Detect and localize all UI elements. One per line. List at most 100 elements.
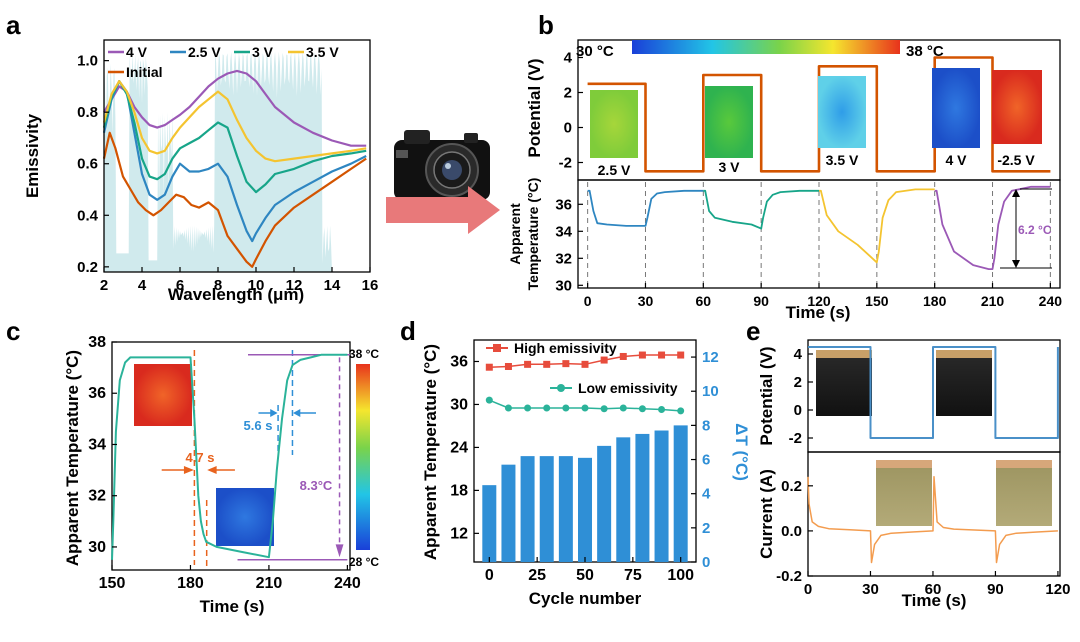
panel-b-delta-annotation: 6.2 °C: [1018, 223, 1052, 237]
d-left-ytick-label: 24: [450, 439, 468, 456]
panel-label-d: d: [400, 316, 416, 346]
panel-label-b: b: [538, 10, 554, 40]
low-emissivity-point: [581, 404, 589, 412]
low-emissivity-point: [600, 405, 608, 413]
b-bottom-ytick-label: 30: [555, 277, 572, 294]
b-top-ytick-label: 4: [564, 50, 573, 67]
apparent-temp-line-2: [819, 188, 935, 264]
b-colorbar-min-label: 30 °C: [576, 43, 614, 60]
delta-t-bar: [673, 425, 688, 562]
high-emissivity-point: [524, 360, 532, 368]
d-left-ytick-label: 18: [450, 482, 468, 499]
thermal-image-hot: [134, 364, 192, 426]
panel-c-xlabel: Time (s): [200, 597, 265, 616]
panel-d-ylabel-left: Apparent Temperature (°C): [421, 344, 440, 560]
delta-t-bar: [635, 433, 650, 562]
b-top-ytick-label: 2: [564, 85, 572, 102]
high-emissivity-point: [638, 351, 646, 359]
panel-a-axes-frame: [103, 39, 371, 273]
panel-e-bottom-frame: [807, 451, 1061, 577]
delta-t-bar: [578, 457, 592, 562]
delta-t-bar: [501, 464, 516, 562]
c-ytick-label: 32: [88, 488, 106, 505]
panel-e-xlabel: Time (s): [902, 591, 967, 610]
d-right-ytick-label: 4: [702, 486, 711, 503]
a-xtick-label: 12: [286, 277, 303, 294]
e-potential-line: [808, 346, 1059, 439]
b-xtick-label: 240: [1039, 293, 1063, 309]
e-current-line: [807, 476, 1058, 564]
thermal-image-2-5v: [590, 90, 638, 158]
photo-bright-state-1: [876, 460, 932, 526]
c-xtick-label: 180: [177, 575, 204, 592]
legend-label-high: High emissivity: [514, 340, 617, 356]
legend-label-2-5v: 2.5 V: [188, 44, 221, 60]
a-xtick-label: 2: [100, 277, 108, 294]
d-xtick-label: 50: [576, 567, 594, 584]
e-top-ytick-label: 2: [794, 374, 802, 391]
inset-label-3-5v: 3.5 V: [826, 152, 859, 168]
c-ytick-label: 38: [88, 334, 106, 351]
b-xtick-label: 120: [807, 293, 831, 309]
b-bottom-ytick-label: 32: [555, 250, 572, 267]
atm-transmittance-area: [104, 51, 332, 272]
thermal-image-cold: [216, 488, 274, 546]
e-top-ytick-label: -2: [789, 430, 802, 447]
a-xtick-label: 4: [138, 277, 147, 294]
camera-icon: [394, 130, 490, 200]
panel-e-bottom-ylabel: Current (A): [757, 469, 776, 559]
c-xtick-label: 150: [99, 575, 126, 592]
c-xtick-label: 240: [334, 575, 361, 592]
b-xtick-label: 30: [638, 293, 654, 309]
annot-5-6s: 5.6 s: [244, 418, 273, 433]
a-xtick-label: 10: [248, 277, 265, 294]
atmospheric-transmittance-band: [104, 51, 332, 272]
delta-t-bar: [558, 456, 573, 562]
annot-4-7s: 4.7 s: [186, 450, 215, 465]
d-xtick-label: 100: [667, 567, 694, 584]
d-right-ytick-label: 12: [702, 349, 719, 366]
emissivity-line-3: [102, 80, 367, 163]
c-xtick-label: 210: [256, 575, 283, 592]
d-right-ytick-label: 10: [702, 383, 719, 400]
photo-dark-state-1: [816, 350, 872, 416]
d-right-ytick-label: 0: [702, 554, 710, 571]
a-ytick-label: 0.8: [77, 104, 98, 121]
high-emissivity-point: [543, 360, 551, 368]
inset-label-2-5v: 2.5 V: [598, 162, 631, 178]
low-emissivity-point: [677, 407, 685, 415]
high-emissivity-point: [562, 360, 570, 368]
a-ytick-label: 0.6: [77, 156, 98, 173]
d-left-ytick-label: 30: [450, 396, 468, 413]
b-xtick-label: 180: [923, 293, 947, 309]
a-ytick-label: 0.2: [77, 259, 98, 276]
d-left-ytick-label: 36: [450, 353, 468, 370]
b-top-ytick-label: 0: [564, 120, 572, 137]
d-right-ytick-label: 8: [702, 417, 710, 434]
legend-label-3v: 3 V: [252, 44, 274, 60]
c-ytick-label: 34: [88, 436, 106, 453]
e-bottom-ytick-label: -0.2: [776, 568, 802, 585]
c-colorbar-max-label: 38 °C: [349, 347, 379, 361]
inset-label-3v: 3 V: [718, 159, 740, 175]
flow-arrow: [386, 186, 500, 234]
high-emissivity-point: [485, 363, 493, 371]
panel-b-ylabel-line1: Apparent: [507, 203, 523, 265]
inset-label-minus-2-5v: -2.5 V: [997, 152, 1035, 168]
apparent-temp-line-1: [703, 189, 819, 230]
d-right-ytick-label: 2: [702, 520, 710, 537]
annot-8-3c: 8.3°C: [300, 478, 333, 493]
switching-curve: [111, 353, 348, 560]
emissivity-line-2: [102, 80, 367, 194]
photo-dark-state-2: [936, 350, 992, 416]
b-colorbar-max-label: 38 °C: [906, 43, 944, 60]
a-xtick-label: 16: [362, 277, 379, 294]
legend-label-low: Low emissivity: [578, 380, 678, 396]
d-xtick-label: 0: [485, 567, 494, 584]
emissivity-line-1: [102, 80, 367, 243]
high-emissivity-point: [581, 360, 589, 368]
